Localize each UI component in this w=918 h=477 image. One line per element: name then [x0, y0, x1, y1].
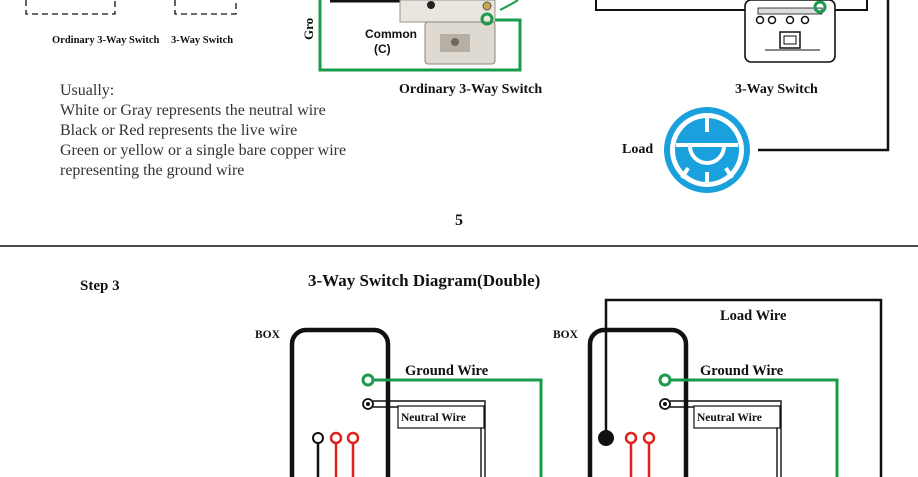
right-switch-figure — [595, 0, 890, 193]
caption-ordinary-switch-top: Ordinary 3-Way Switch — [52, 35, 159, 46]
step-label: Step 3 — [80, 278, 120, 294]
load-label: Load — [622, 142, 653, 157]
neutral-wire-label-right: Neutral Wire — [697, 412, 762, 424]
ground-wire-label-left: Ground Wire — [405, 363, 489, 379]
ordinary-switch-figure — [318, 0, 522, 72]
neutral-wire-label-box-right — [693, 405, 781, 429]
right-box — [587, 298, 883, 477]
diagram-title: 3-Way Switch Diagram(Double) — [308, 271, 540, 290]
box-label-right: BOX — [553, 329, 579, 341]
notes-line-neutral: White or Gray represents the neutral wir… — [60, 102, 326, 119]
left-box — [289, 327, 543, 477]
box-label-left: BOX — [255, 329, 281, 341]
notes-line-live: Black or Red represents the live wire — [60, 122, 298, 139]
load-wire-label: Load Wire — [720, 308, 787, 324]
common-short-label: (C) — [374, 42, 391, 56]
wire-color-notes: Usually: White or Gray represents the ne… — [60, 81, 420, 181]
right-caption: 3-Way Switch — [735, 82, 818, 97]
caption-3way-switch-top: 3-Way Switch — [171, 35, 233, 46]
notes-heading: Usually: — [60, 82, 115, 99]
neutral-wire-label-box-left — [397, 405, 485, 429]
notes-line-ground: Green or yellow or a single bare copper … — [60, 142, 347, 159]
ground-wire-label-right: Ground Wire — [700, 363, 784, 379]
ground-label-rotated: Gro — [301, 18, 316, 40]
middle-caption: Ordinary 3-Way Switch — [399, 82, 542, 97]
page-number: 5 — [455, 212, 463, 229]
common-label: Common — [365, 27, 417, 41]
neutral-wire-label-left: Neutral Wire — [401, 412, 466, 424]
dashed-switch-outlines — [25, 0, 237, 15]
notes-line-ground-cont: representing the ground wire — [60, 162, 245, 179]
